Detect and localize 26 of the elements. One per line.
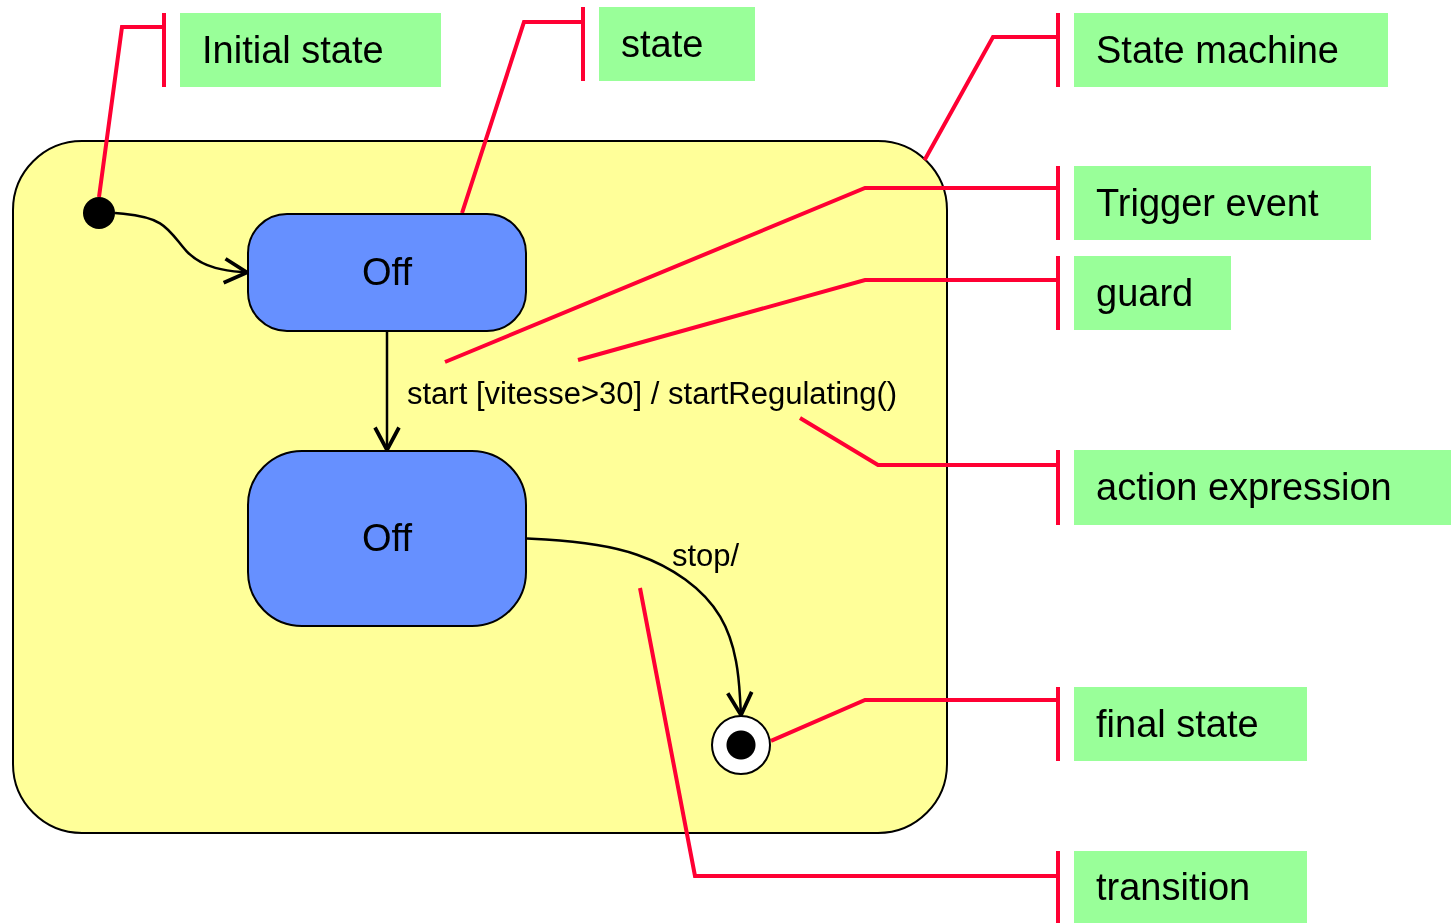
leader-line <box>770 685 1060 763</box>
transition-arrow <box>526 537 754 717</box>
transition-arrow <box>114 211 249 285</box>
callout-label: transition <box>1074 851 1307 923</box>
callout-label: state <box>599 7 755 81</box>
leader-line <box>798 416 1060 527</box>
leader-line <box>638 587 1060 923</box>
edge-label: stop/ <box>672 538 740 574</box>
callout-label: guard <box>1074 256 1231 330</box>
leader-line <box>97 11 166 198</box>
leader-line <box>460 5 585 214</box>
state-machine-frame <box>12 140 948 834</box>
state-box: Off <box>247 450 527 627</box>
edge-label: start [vitesse>30] / startRegulating() <box>407 376 898 412</box>
initial-state-dot <box>83 197 115 229</box>
callout-label: final state <box>1074 687 1307 761</box>
transition-arrow <box>373 332 401 452</box>
leader-line <box>577 254 1060 362</box>
callout-label: State machine <box>1074 13 1388 87</box>
callout-label: Initial state <box>180 13 441 87</box>
state-box: Off <box>247 213 527 332</box>
callout-label: Trigger event <box>1074 166 1371 240</box>
callout-label: action expression <box>1074 450 1451 525</box>
leader-line <box>922 11 1060 161</box>
leader-line <box>444 164 1060 364</box>
final-state-symbol <box>711 715 771 775</box>
